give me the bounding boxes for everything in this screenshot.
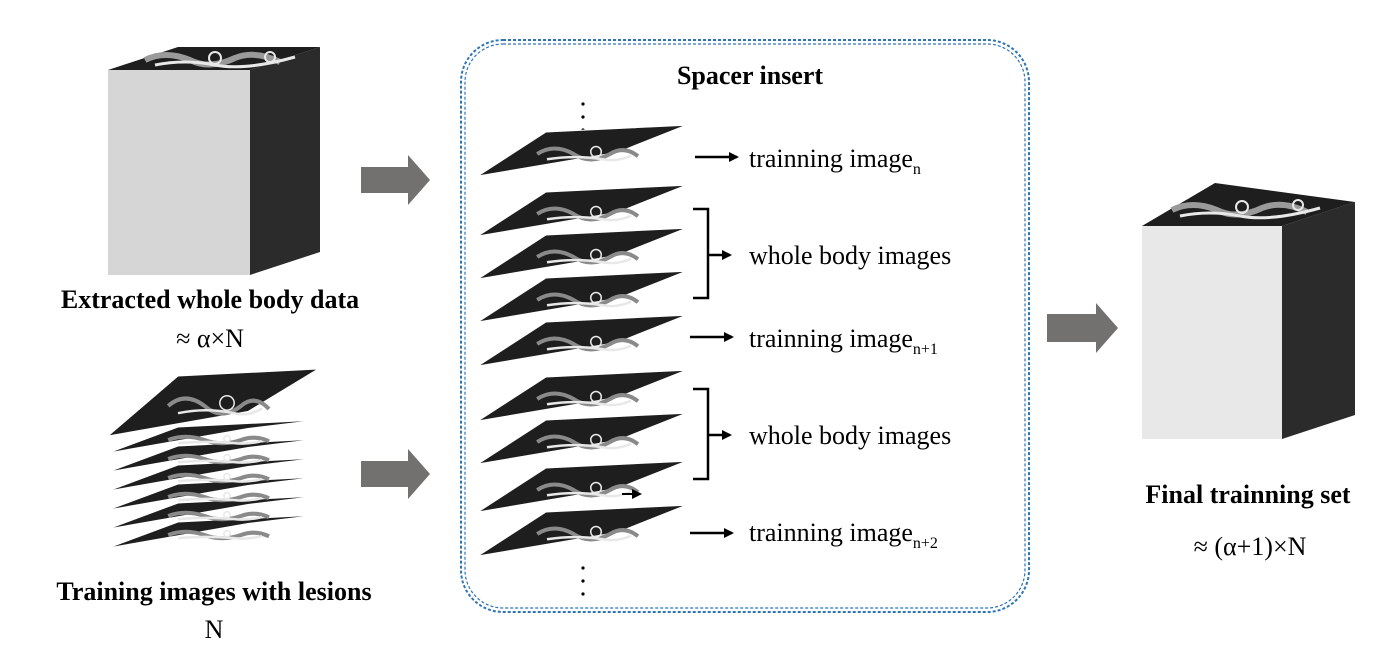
center-slice-stack xyxy=(477,124,687,557)
lesion-slice-1 xyxy=(107,514,319,549)
row-label-3: whole body images xyxy=(749,421,951,450)
spacer-insert-title: Spacer insert xyxy=(677,61,823,90)
final-formula: ≈ (α+1)×N xyxy=(1194,532,1307,561)
center-slice-4 xyxy=(477,369,687,422)
center-slice-3 xyxy=(477,412,687,465)
final-training-set-block xyxy=(1142,183,1355,439)
lesion-slice-5 xyxy=(107,438,319,473)
center-slice-8 xyxy=(477,184,687,237)
ellipsis-bottom xyxy=(581,566,585,596)
lesion-slice-4 xyxy=(107,457,319,492)
bracket-whole-body-2 xyxy=(693,387,732,481)
extracted-whole-body-stack xyxy=(108,47,320,275)
row-label-1: whole body images xyxy=(749,241,951,270)
center-slice-6 xyxy=(477,270,687,323)
spacer-insert-frame xyxy=(460,39,1030,613)
row-label-0: trainning imagen xyxy=(749,144,921,178)
final-title: Final trainning set xyxy=(1145,480,1350,509)
gray-arrow-right xyxy=(1047,303,1118,353)
row-label-4: trainning imagen+2 xyxy=(749,518,938,552)
gray-arrow-top xyxy=(361,155,430,205)
lesion-slice-7 xyxy=(106,368,319,437)
training-lesion-stack xyxy=(106,368,319,549)
center-slice-1 xyxy=(477,504,687,557)
lesion-slice-2 xyxy=(107,495,319,530)
training-title: Training images with lesions xyxy=(56,577,371,606)
center-slice-2 xyxy=(477,460,687,513)
lesion-slice-3 xyxy=(107,476,319,511)
center-slice-9 xyxy=(477,124,687,177)
row-label-2: trainning imagen+1 xyxy=(749,324,938,358)
extracted-title: Extracted whole body data xyxy=(61,285,359,314)
spacer-insert-frame-inner xyxy=(464,43,1026,609)
extracted-formula: ≈ α×N xyxy=(176,324,244,353)
center-slice-5 xyxy=(477,314,687,367)
ellipsis-top xyxy=(581,102,585,132)
lesion-slice-6 xyxy=(107,419,319,454)
bracket-whole-body-1 xyxy=(693,207,732,300)
gray-arrow-bottom xyxy=(361,449,430,499)
whole-body-block-1 xyxy=(108,47,320,142)
center-slice-7 xyxy=(477,227,687,280)
training-formula: N xyxy=(205,615,224,644)
